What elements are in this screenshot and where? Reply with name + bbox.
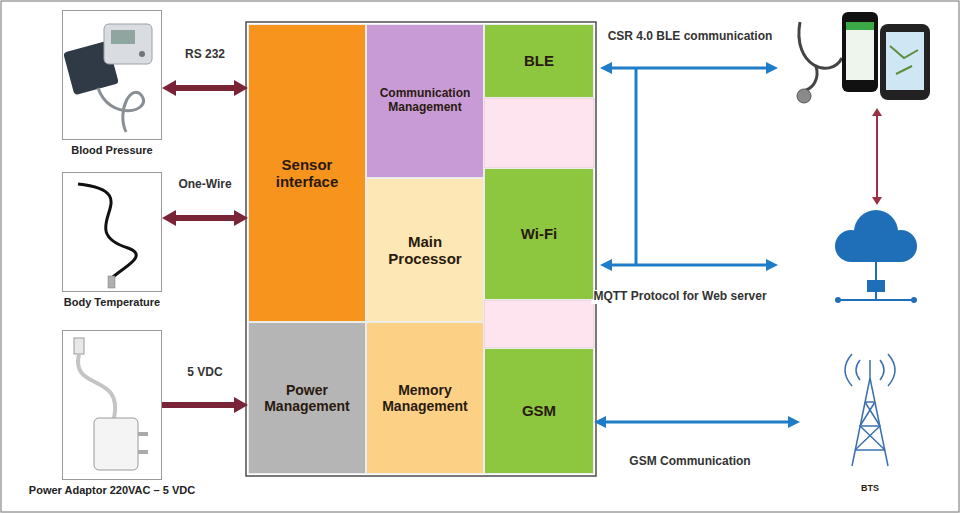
wireless-links xyxy=(876,116,878,197)
wireless-links xyxy=(635,68,638,265)
power-adaptor xyxy=(138,432,148,436)
spare-slot xyxy=(484,300,594,348)
module-block: Communication Management xyxy=(366,24,484,178)
module-block: Sensor interface xyxy=(248,24,366,322)
spare-slot xyxy=(484,98,594,168)
link-label: MQTT Protocol for Web server xyxy=(591,290,768,304)
smartphone-and-stethoscope xyxy=(797,89,811,103)
signal-arrow xyxy=(162,402,234,408)
module-frame xyxy=(246,22,596,476)
sensor-device: Body Temperature xyxy=(62,172,162,292)
bts-tower xyxy=(845,354,852,386)
blood-pressure-monitor xyxy=(104,24,152,64)
smartphone-and-stethoscope xyxy=(806,66,817,90)
radio-block: GSM xyxy=(484,348,594,474)
module-block: Power Management xyxy=(248,322,366,474)
signal-label: GSM Communication xyxy=(627,455,752,469)
block-label: Communication Management xyxy=(371,87,479,115)
smartphone-and-stethoscope xyxy=(797,12,930,103)
base-station: BTS xyxy=(800,355,940,495)
wireless-links xyxy=(612,264,766,267)
bts-tower xyxy=(855,449,885,451)
smartphone-and-stethoscope xyxy=(880,24,930,100)
block-label: BLE xyxy=(524,52,554,69)
cloud-server xyxy=(875,292,877,300)
power-adaptor xyxy=(94,418,138,470)
cloud-server xyxy=(851,240,901,262)
smartphone-and-stethoscope xyxy=(846,22,874,80)
block-label: Main Processor xyxy=(371,233,479,268)
power-adaptor xyxy=(74,338,148,470)
bts-tower xyxy=(855,402,885,450)
block-label: Power Management xyxy=(253,382,361,414)
signal-arrow xyxy=(176,215,234,221)
signal-arrow xyxy=(606,421,788,424)
module-block: Memory Management xyxy=(366,322,484,474)
block-label: GSM xyxy=(522,402,556,419)
blood-pressure-monitor xyxy=(111,30,135,44)
radio-block: BLE xyxy=(484,24,594,98)
cloud-server xyxy=(835,210,917,303)
smartphone-and-stethoscope xyxy=(846,22,874,30)
temperature-probe xyxy=(78,184,136,278)
bts-tower xyxy=(845,354,895,466)
device-label: Blood Pressure xyxy=(71,144,152,157)
power-adaptor xyxy=(78,354,115,418)
module-block: Main Processor xyxy=(366,178,484,322)
signal-arrow xyxy=(176,85,234,91)
cloud-server xyxy=(867,280,885,292)
sensor-device: Blood Pressure xyxy=(62,10,162,140)
bts-tower xyxy=(870,378,888,466)
smartphone-and-stethoscope xyxy=(890,46,918,74)
block-label: BTS xyxy=(861,483,879,493)
cloud-server xyxy=(911,297,917,303)
wireless-links xyxy=(612,68,877,265)
bts-tower xyxy=(880,360,884,380)
bts-tower xyxy=(869,360,871,378)
block-label: Memory Management xyxy=(371,382,479,414)
power-device: Power Adaptor 220VAC – 5 VDC xyxy=(62,330,162,480)
bts-tower xyxy=(860,425,880,427)
signal-label: RS 232 xyxy=(183,48,227,62)
smartphone-and-stethoscope xyxy=(886,32,924,90)
bts-tower xyxy=(856,360,860,380)
blood-pressure-monitor xyxy=(63,24,152,132)
radio-block: Wi-Fi xyxy=(484,168,594,300)
signal-label: One-Wire xyxy=(176,178,233,192)
cloud-server xyxy=(838,299,914,301)
device-label: Body Temperature xyxy=(64,296,160,309)
smartphone-and-stethoscope xyxy=(799,22,842,68)
power-adaptor xyxy=(74,338,84,354)
smartphone-and-stethoscope xyxy=(842,12,878,92)
blood-pressure-monitor xyxy=(98,88,144,132)
block-label: Sensor interface xyxy=(253,156,361,191)
temperature-probe xyxy=(108,276,115,288)
link-label: CSR 4.0 BLE communication xyxy=(606,30,775,44)
cloud-server xyxy=(875,262,877,280)
bts-tower xyxy=(888,354,895,386)
signal-label: 5 VDC xyxy=(185,366,224,380)
cloud-server xyxy=(835,297,841,303)
bts-tower xyxy=(865,401,875,403)
blood-pressure-monitor xyxy=(139,51,145,57)
block-label: Wi-Fi xyxy=(521,225,558,242)
power-adaptor xyxy=(138,450,148,454)
bts-tower xyxy=(852,378,870,466)
temperature-probe xyxy=(78,184,136,288)
device-label: Power Adaptor 220VAC – 5 VDC xyxy=(29,484,195,497)
